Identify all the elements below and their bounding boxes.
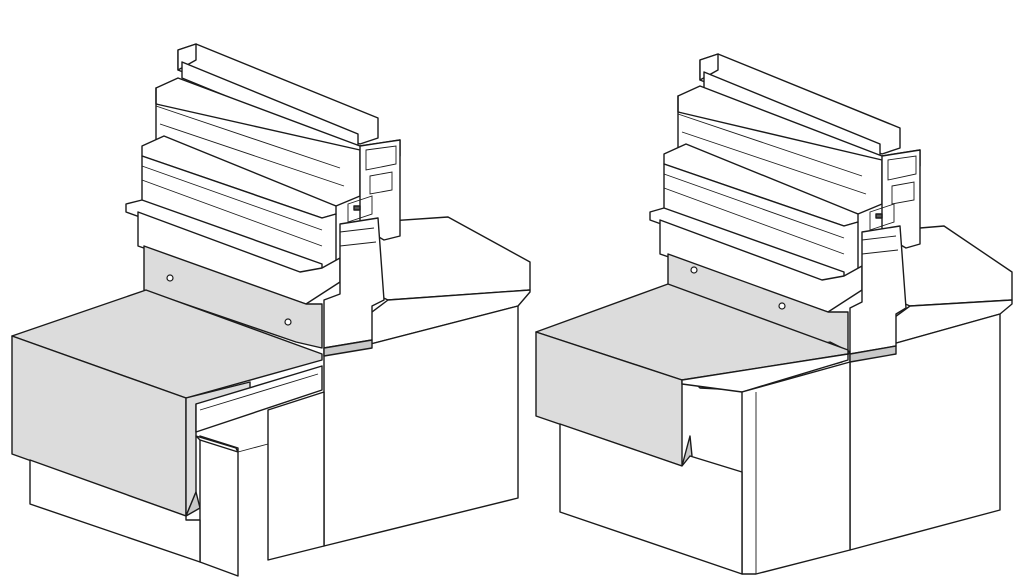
window-frame-profile bbox=[649, 53, 921, 363]
inner-wall-block bbox=[849, 225, 1013, 551]
sill-detail-left bbox=[11, 43, 531, 577]
wall-block bbox=[29, 435, 269, 577]
screw-icon bbox=[778, 302, 786, 310]
screw-icon bbox=[690, 266, 698, 274]
screw-icon bbox=[166, 274, 174, 282]
sill-channel bbox=[195, 365, 323, 433]
window-frame-profile bbox=[125, 43, 401, 357]
sill-detail-right bbox=[535, 53, 1013, 575]
screw-icon bbox=[284, 318, 292, 326]
inner-wall-block bbox=[267, 216, 531, 561]
wall-block bbox=[559, 353, 851, 575]
